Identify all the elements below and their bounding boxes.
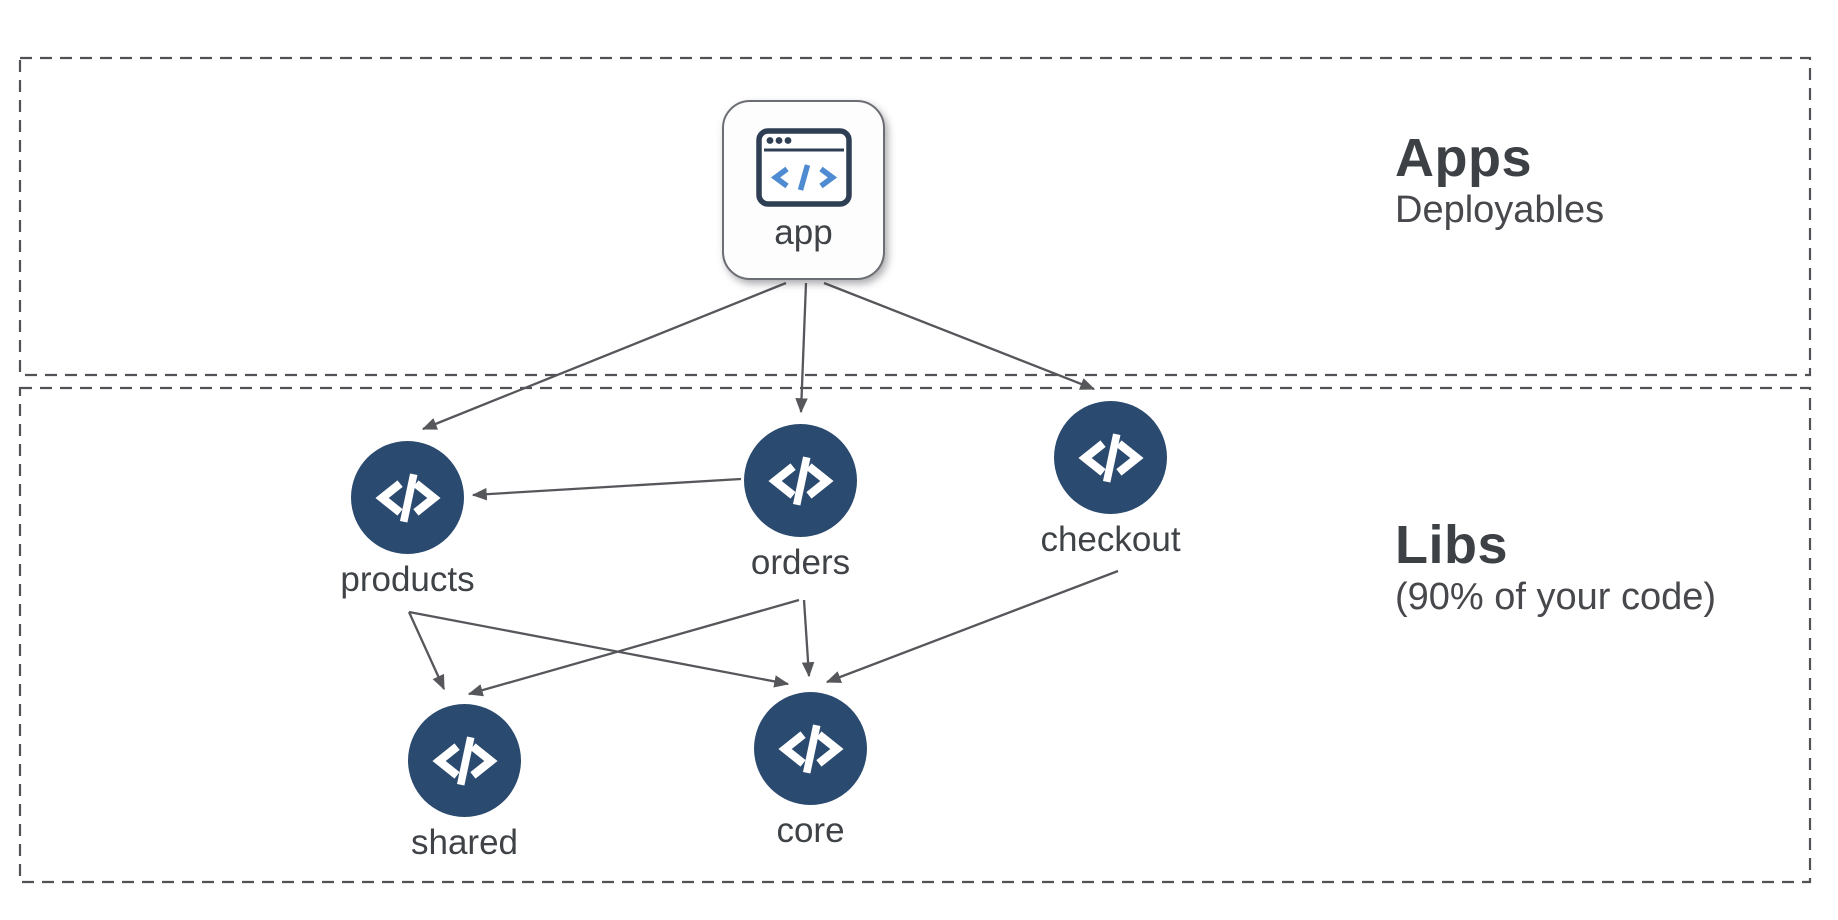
node-orders: orders: [744, 424, 857, 582]
node-app: app: [722, 100, 885, 280]
apps-section-title: Apps: [1395, 128, 1532, 188]
node-label-app: app: [774, 213, 833, 252]
apps-section-subtitle: Deployables: [1395, 189, 1605, 232]
node-label-core: core: [776, 811, 845, 850]
edge-app-checkout: [823, 281, 1096, 391]
code-icon: [1077, 432, 1144, 483]
edge-products-core: [408, 610, 790, 688]
node-products: products: [340, 441, 475, 599]
node-label-products: products: [340, 560, 475, 599]
code-icon: [767, 455, 834, 506]
node-label-orders: orders: [750, 543, 851, 582]
code-icon: [431, 735, 498, 786]
apps-section-label: Apps Deployables: [1395, 128, 1604, 234]
edge-orders-core: [801, 599, 815, 678]
edge-checkout-core: [825, 569, 1119, 684]
node-label-checkout: checkout: [1040, 520, 1181, 559]
node-products-circle: [351, 441, 464, 554]
edge-app-orders: [795, 282, 808, 414]
libs-section-title: Libs: [1395, 515, 1509, 575]
apps-section-box: [18, 56, 1812, 377]
node-core-circle: [754, 692, 867, 805]
edge-products-shared: [407, 611, 446, 691]
node-shared: shared: [408, 704, 521, 862]
libs-section-label: Libs (90% of your code): [1395, 515, 1716, 621]
libs-section-box: [18, 386, 1812, 884]
node-shared-circle: [408, 704, 521, 817]
code-icon: [374, 472, 441, 523]
node-label-shared: shared: [410, 823, 519, 862]
libs-section-subtitle: (90% of your code): [1395, 576, 1717, 619]
node-checkout-circle: [1054, 401, 1167, 514]
code-icon: [777, 723, 844, 774]
node-checkout: checkout: [1040, 401, 1181, 559]
node-orders-circle: [744, 424, 857, 537]
edge-orders-products: [471, 477, 742, 501]
node-core: core: [754, 692, 867, 850]
browser-code-icon: [755, 128, 852, 207]
edge-orders-shared: [467, 598, 800, 697]
edge-app-products: [421, 281, 787, 431]
